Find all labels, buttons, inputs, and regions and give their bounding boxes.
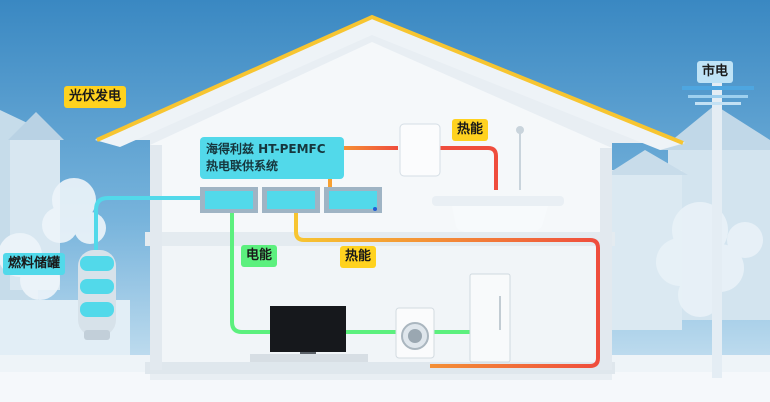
solar-power-label: 光伏发电: [64, 86, 126, 108]
fuel-tank: [78, 250, 116, 340]
grid-power-label: 市电: [697, 61, 733, 83]
chp-system-label: 海得利兹 HT-PEMFC 热电联供系统: [200, 137, 344, 179]
washing-machine: [396, 308, 434, 358]
system-name-line2: 热电联供系统: [206, 158, 338, 175]
water-heater: [400, 124, 440, 176]
refrigerator: [470, 274, 510, 362]
system-name-line1: 海得利兹 HT-PEMFC: [206, 141, 338, 158]
fuel-cell-modules: [200, 187, 382, 213]
heat-label-middle: 热能: [340, 246, 376, 268]
electricity-label: 电能: [241, 245, 277, 267]
fuel-tank-label: 燃料储罐: [3, 253, 65, 275]
heat-label-top: 热能: [452, 119, 488, 141]
